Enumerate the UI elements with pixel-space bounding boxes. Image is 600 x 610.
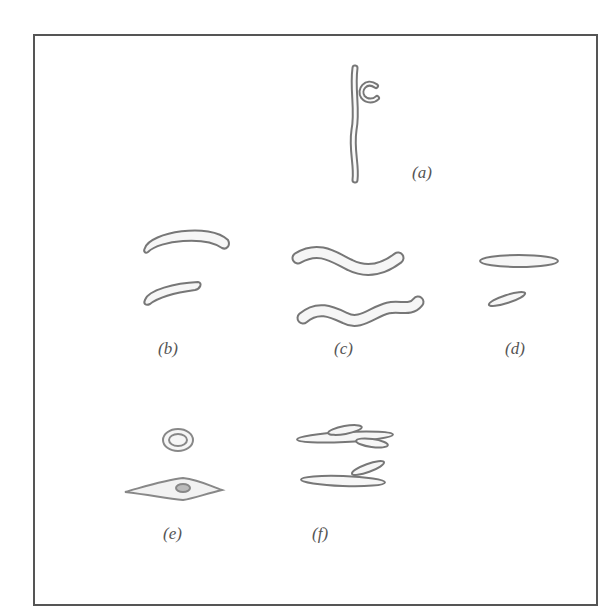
frame	[34, 35, 597, 605]
curl-outline	[361, 84, 377, 101]
panel-label: (d)	[505, 340, 525, 359]
bundle-rod	[301, 475, 385, 488]
wavy-cells	[298, 252, 418, 320]
nucleus	[176, 484, 190, 492]
wave-fill	[303, 302, 418, 320]
rod-cells	[480, 255, 558, 309]
bundle-rod	[351, 458, 386, 477]
bundled-rods	[297, 423, 393, 487]
curved-cells	[144, 230, 229, 304]
short-rod	[488, 289, 527, 308]
comma-cell	[144, 282, 200, 305]
round-and-spindle-cells	[125, 429, 222, 500]
wave-outline	[298, 252, 398, 269]
rod-fill	[353, 68, 355, 180]
curl-fill	[361, 84, 377, 101]
panel-label: (a)	[412, 164, 432, 183]
round-cell	[163, 429, 193, 451]
panel-label: (c)	[334, 340, 353, 359]
panel-label: (b)	[158, 340, 178, 359]
bundle-rod	[328, 423, 363, 437]
spiral-cell	[353, 68, 377, 180]
wave-outline	[303, 302, 418, 320]
spindle-cell	[125, 478, 222, 500]
wave-fill	[298, 252, 398, 269]
bundle-rod	[356, 437, 389, 449]
panel-label: (f)	[312, 525, 328, 544]
round-cell-inner	[169, 434, 187, 446]
long-rod	[480, 255, 558, 267]
panel-label: (e)	[163, 525, 182, 544]
crescent-cell	[144, 230, 229, 252]
rod-outline	[353, 68, 355, 180]
